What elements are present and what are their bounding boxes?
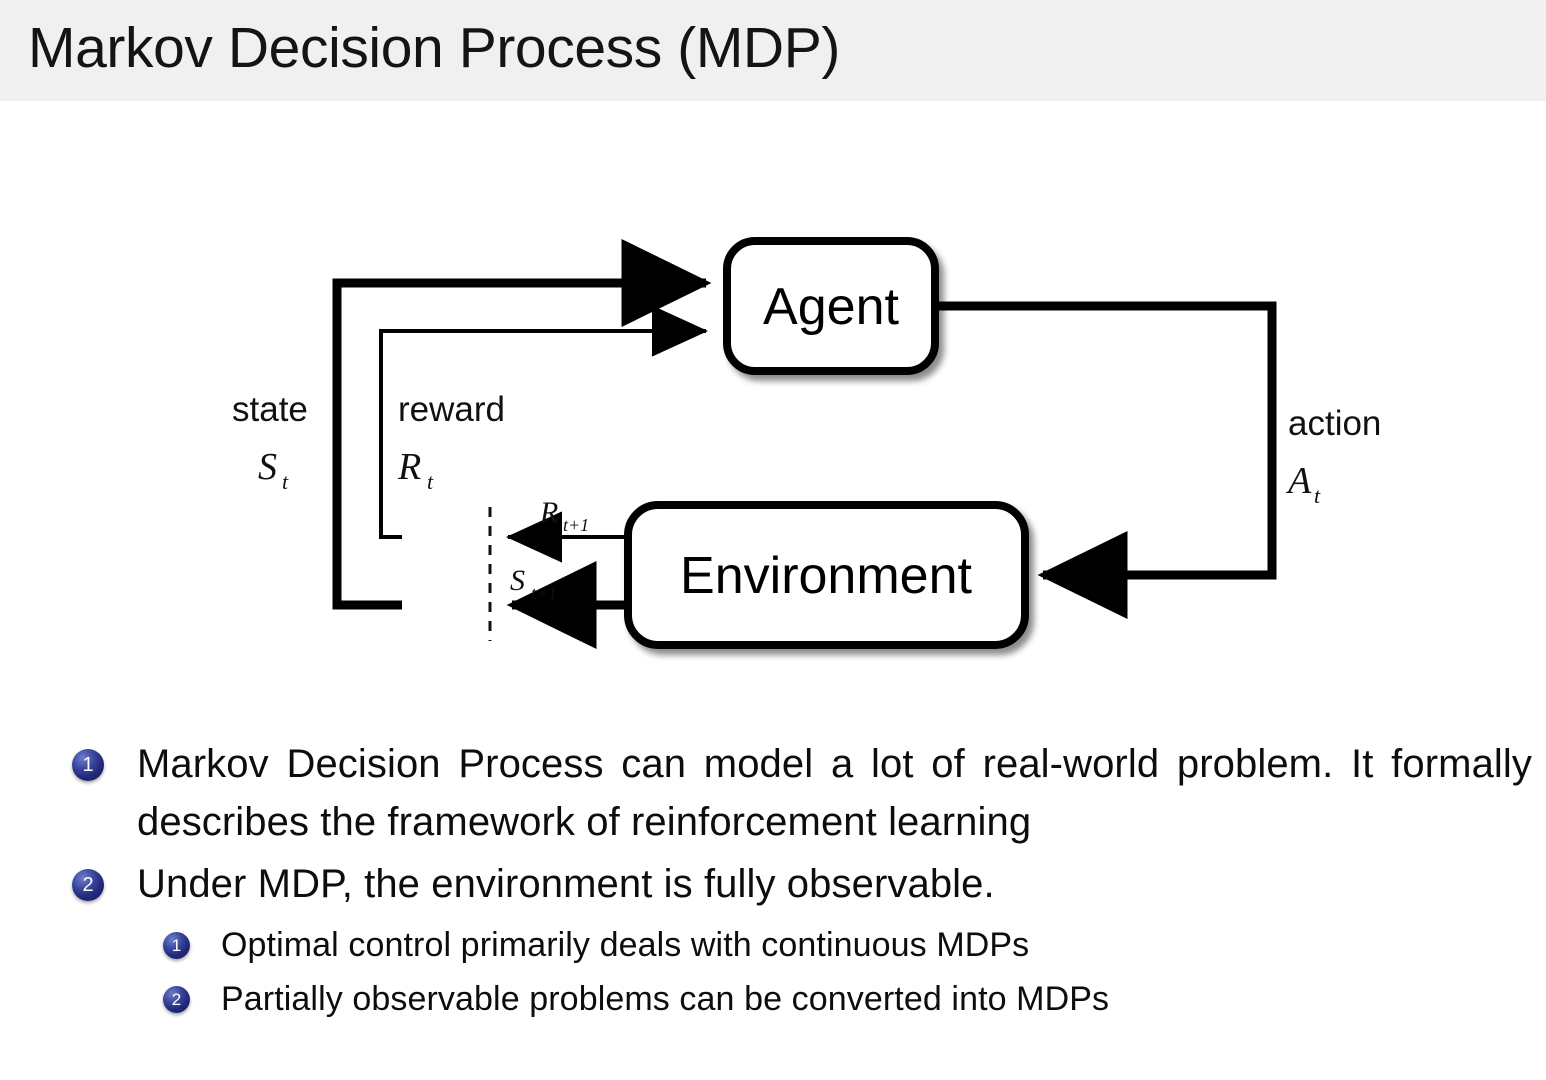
list-item: 2 Partially observable problems can be c…	[163, 973, 1546, 1025]
bullet-list-level2: 1 Optimal control primarily deals with c…	[163, 919, 1546, 1025]
bullet-number-icon: 1	[72, 749, 104, 781]
bullet-text: Markov Decision Process can model a lot …	[137, 742, 1532, 844]
state-label: state S t	[232, 390, 308, 494]
bullet-number-icon: 2	[163, 986, 190, 1013]
action-label: action A t	[1285, 404, 1381, 508]
reward-label-symbol: R	[397, 446, 421, 488]
action-label-word: action	[1288, 404, 1381, 443]
bullet-text: Partially observable problems can be con…	[221, 980, 1110, 1018]
reward-label-word: reward	[398, 390, 505, 429]
reward-feedback-path	[379, 305, 708, 539]
bullet-list-level1: 1 Markov Decision Process can model a lo…	[0, 735, 1546, 1025]
action-path	[935, 301, 1277, 620]
reward-label: reward R t	[397, 390, 505, 494]
state-label-subscript: t	[282, 469, 289, 494]
next-state-label-symbol: S	[510, 564, 525, 597]
next-reward-label-subscript: t+1	[563, 515, 589, 535]
state-feedback-path	[332, 238, 712, 610]
mdp-agent-environment-diagram: Agent Environment state S t	[0, 101, 1546, 721]
action-label-subscript: t	[1314, 483, 1321, 508]
next-reward-label-symbol: R	[539, 496, 558, 529]
list-item: 1 Optimal control primarily deals with c…	[163, 919, 1546, 971]
agent-box: Agent	[723, 237, 939, 375]
bullet-text: Optimal control primarily deals with con…	[221, 926, 1030, 964]
bullet-text: Under MDP, the environment is fully obse…	[137, 862, 995, 906]
next-state-label: S t+1	[510, 564, 557, 603]
action-label-symbol: A	[1285, 460, 1312, 502]
next-reward-label: R t+1	[539, 496, 589, 535]
agent-box-label: Agent	[763, 278, 899, 336]
bullet-number-icon: 2	[72, 869, 104, 901]
environment-box-label: Environment	[680, 547, 972, 605]
list-item: 2 Under MDP, the environment is fully ob…	[72, 855, 1546, 1025]
next-state-label-subscript: t+1	[531, 583, 557, 603]
bullet-number-icon: 1	[163, 932, 190, 959]
environment-box: Environment	[624, 501, 1029, 649]
reward-label-subscript: t	[427, 469, 434, 494]
slide-body-content: 1 Markov Decision Process can model a lo…	[0, 735, 1546, 1029]
slide-header-bar: Markov Decision Process (MDP)	[0, 0, 1546, 101]
list-item: 1 Markov Decision Process can model a lo…	[72, 735, 1546, 851]
page-title: Markov Decision Process (MDP)	[28, 16, 840, 80]
state-label-word: state	[232, 390, 308, 429]
state-label-symbol: S	[258, 446, 277, 488]
